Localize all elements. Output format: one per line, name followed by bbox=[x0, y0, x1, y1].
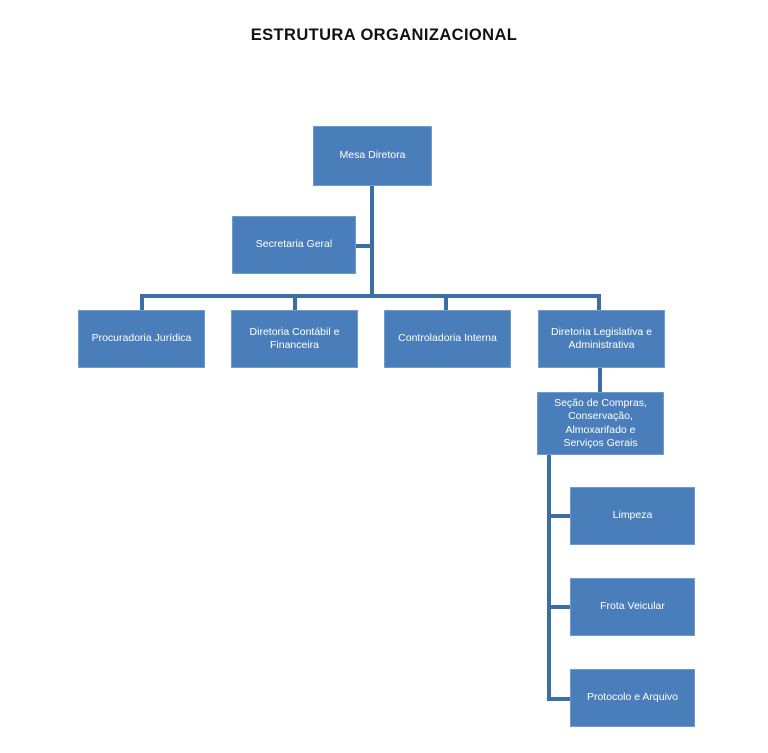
node-frota-veicular[interactable]: Frota Veicular bbox=[570, 578, 695, 636]
connector-diretoria-legislativa-to-secao bbox=[598, 367, 602, 393]
node-protocolo-arquivo-label: Protocolo e Arquivo bbox=[586, 691, 679, 704]
node-frota-veicular-label: Frota Veicular bbox=[600, 600, 665, 613]
connector-stub-protocolo-arquivo bbox=[547, 697, 571, 701]
node-limpeza[interactable]: Limpeza bbox=[570, 487, 695, 545]
node-secao-compras-label: Seção de Compras, Conservação, Almoxarif… bbox=[554, 396, 647, 449]
connector-stub-limpeza bbox=[547, 514, 571, 518]
connector-secretaria-geral-stub bbox=[356, 244, 372, 248]
node-secretaria-geral-label: Secretaria Geral bbox=[255, 238, 333, 251]
node-mesa-diretora[interactable]: Mesa Diretora bbox=[313, 126, 432, 186]
connector-drop-diretoria-legislativa bbox=[597, 294, 601, 311]
connector-level2-distribution-bar bbox=[140, 294, 601, 298]
node-limpeza-label: Limpeza bbox=[612, 509, 653, 522]
node-procuradoria-juridica-label: Procuradoria Jurídica bbox=[91, 332, 192, 345]
node-diretoria-contabil-financeira-label: Diretoria Contábil e Financeira bbox=[249, 325, 340, 351]
connector-secao-spine bbox=[547, 455, 551, 701]
node-controladoria-interna-label: Controladoria Interna bbox=[398, 332, 497, 345]
connector-mesa-diretora-spine bbox=[370, 186, 374, 298]
node-controladoria-interna[interactable]: Controladoria Interna bbox=[384, 310, 511, 368]
node-secretaria-geral[interactable]: Secretaria Geral bbox=[232, 216, 356, 274]
node-secao-compras[interactable]: Seção de Compras, Conservação, Almoxarif… bbox=[537, 392, 664, 455]
page-title: ESTRUTURA ORGANIZACIONAL bbox=[250, 26, 518, 44]
node-diretoria-contabil-financeira[interactable]: Diretoria Contábil e Financeira bbox=[231, 310, 358, 368]
node-mesa-diretora-label: Mesa Diretora bbox=[339, 149, 406, 162]
connector-drop-procuradoria bbox=[140, 294, 144, 311]
connector-stub-frota-veicular bbox=[547, 605, 571, 609]
node-protocolo-arquivo[interactable]: Protocolo e Arquivo bbox=[570, 669, 695, 727]
connector-drop-controladoria bbox=[444, 294, 448, 311]
node-diretoria-legislativa-administrativa[interactable]: Diretoria Legislativa e Administrativa bbox=[538, 310, 665, 368]
connector-drop-diretoria-contabil bbox=[293, 294, 297, 311]
node-procuradoria-juridica[interactable]: Procuradoria Jurídica bbox=[78, 310, 205, 368]
node-diretoria-legislativa-administrativa-label: Diretoria Legislativa e Administrativa bbox=[551, 325, 652, 351]
